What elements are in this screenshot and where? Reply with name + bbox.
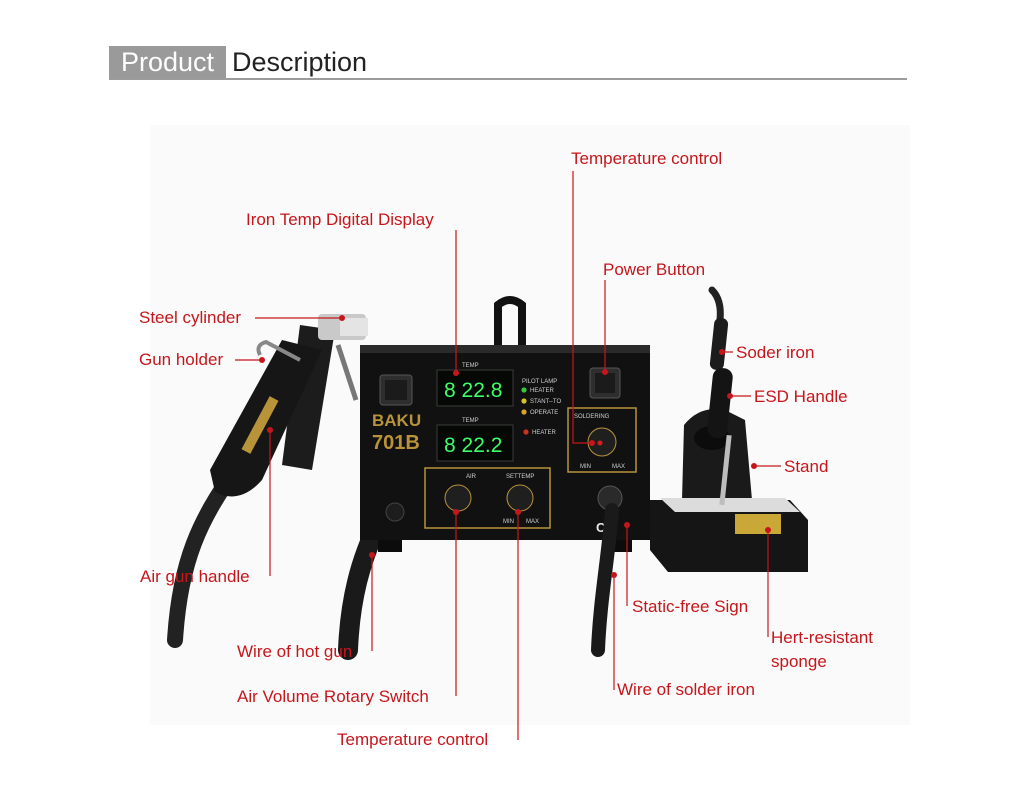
gun-brand-strip [241, 396, 279, 454]
label-wire-hot-gun: Wire of hot gun [237, 642, 353, 661]
bottom-display [436, 424, 514, 462]
header-product: Product [109, 46, 226, 78]
temp-label-bottom: TEMP [462, 418, 479, 424]
lamp-stand-label: STANT--TO [530, 399, 561, 405]
lamp-heater-label: HEATER [530, 388, 555, 394]
soldering-max: MAX [612, 464, 625, 470]
air-volume-knob[interactable] [444, 484, 472, 512]
sponge-tray-rim [660, 498, 800, 512]
model-text: 701B [372, 432, 420, 454]
header-description: Description [232, 47, 368, 77]
air-label: AIR [466, 474, 477, 480]
label-esd-handle: ESD Handle [754, 387, 848, 406]
lamp-heater-dot [521, 387, 527, 393]
lamp-operate-label: OPERATE [530, 410, 558, 416]
top-display [436, 369, 514, 407]
station-body [360, 345, 650, 552]
label-air-volume-switch: Air Volume Rotary Switch [237, 687, 429, 706]
lamp-operate-dot [521, 409, 527, 415]
label-iron-temp-display: Iron Temp Digital Display [246, 210, 434, 229]
pilot-lamp-label: PILOT LAMP [522, 379, 557, 385]
soldering-label: SOLDERING [574, 414, 610, 420]
display-bottom-value: 8 22.2 [444, 434, 502, 457]
heat-resistant-sponge [735, 514, 781, 534]
solder-iron-wire [591, 503, 619, 657]
gun-holder-clip [256, 339, 301, 362]
lamp-stand-dot [521, 398, 527, 404]
gun-connector [385, 502, 405, 522]
settemp-knob[interactable] [506, 484, 534, 512]
label-wire-solder-iron: Wire of solder iron [617, 680, 755, 699]
settemp-max: MAX [526, 519, 539, 525]
label-power-button: Power Button [603, 260, 706, 279]
brand-text: BAKU [372, 411, 421, 430]
leader-dots [259, 315, 771, 578]
label-hert-resistant-line2: sponge [771, 652, 827, 671]
station-carry-handle [494, 296, 526, 345]
label-soder-iron: Soder iron [736, 343, 815, 362]
solder-iron [707, 286, 733, 506]
esd-handle [707, 368, 733, 438]
temp-label-top: TEMP [462, 363, 479, 369]
settemp-label: SETTEMP [506, 474, 534, 480]
label-hert-resistant-line1: Hert-resistant [771, 628, 874, 647]
leader-temperature-control-top [572, 171, 592, 444]
settemp-min: MIN [503, 519, 514, 525]
label-steel-cylinder: Steel cylinder [139, 308, 242, 327]
header-rule [109, 78, 907, 80]
label-stand: Stand [784, 457, 829, 476]
display-top-value: 8 22.8 [444, 379, 502, 402]
label-temperature-control-top: Temperature control [571, 149, 723, 168]
lamp-heater2-label: HEATER [532, 430, 557, 436]
hot-air-gun [210, 314, 368, 497]
leader-lines [235, 171, 781, 740]
label-air-gun-handle: Air gun handle [140, 567, 250, 586]
label-temperature-control-bottom: Temperature control [337, 730, 489, 749]
label-static-free-sign: Static-free Sign [632, 597, 749, 616]
label-gun-holder: Gun holder [139, 350, 224, 369]
soldering-min: MIN [580, 464, 591, 470]
control-panel-frame [424, 467, 551, 529]
lamp-heater2-dot [523, 429, 529, 435]
iron-tip [719, 434, 732, 506]
soldering-panel-frame [567, 407, 637, 473]
